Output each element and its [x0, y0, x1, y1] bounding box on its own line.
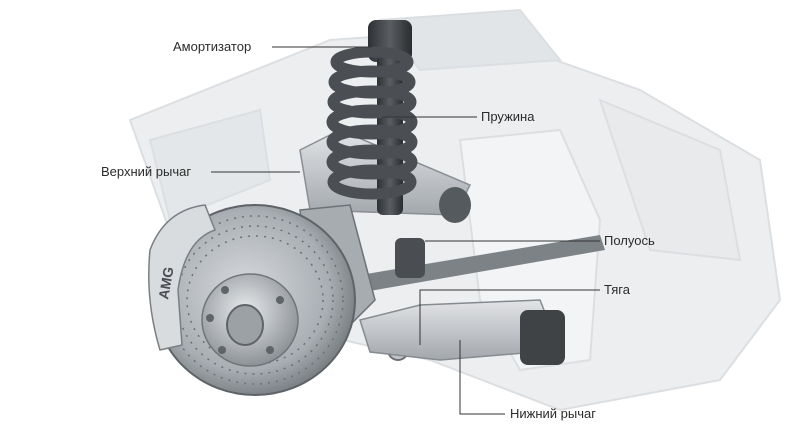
coil-spring: [326, 46, 418, 200]
leader-lines: [211, 46, 600, 415]
label-shock-absorber: Амортизатор: [173, 39, 252, 54]
leader-tie-rod: [419, 289, 600, 345]
label-spring: Пружина: [481, 109, 535, 124]
label-upper-arm: Верхний рычаг: [101, 164, 192, 179]
caliper-logo: AMG: [155, 265, 176, 300]
brake-caliper: [148, 204, 216, 351]
leader-lower-arm: [459, 340, 505, 415]
label-half-shaft: Полуось: [604, 233, 655, 248]
label-tie-rod: Тяга: [604, 282, 630, 297]
label-lower-arm: Нижний рычаг: [510, 406, 596, 421]
lower-control-arm: [359, 299, 565, 365]
wheel-hub: [201, 273, 299, 367]
